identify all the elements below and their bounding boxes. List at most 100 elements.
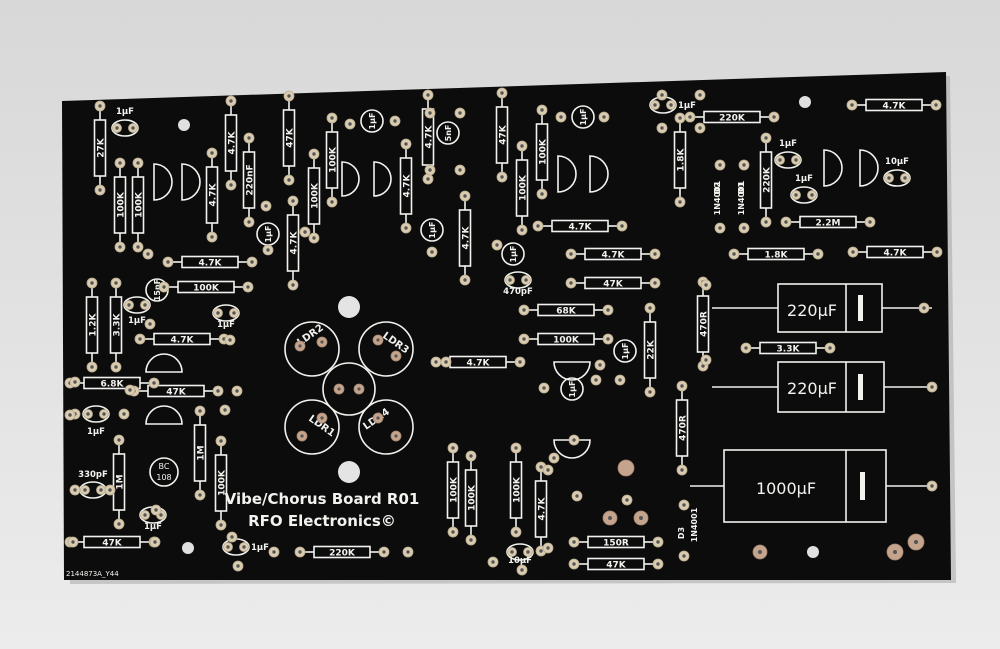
resistor-label: 470R — [700, 311, 710, 337]
capacitor-label: 1µF — [795, 174, 813, 184]
resistor: 220K — [302, 545, 382, 559]
resistor-label: 100K — [218, 469, 228, 496]
resistor: 470R — [696, 284, 710, 364]
pad-hole — [508, 278, 512, 282]
pad-hole — [210, 151, 214, 155]
radial-capacitor: 5nF — [436, 121, 460, 145]
resistor: 47K — [495, 95, 509, 175]
pad-hole — [701, 364, 705, 368]
pad-hole — [660, 126, 664, 130]
diode-label: D2 — [713, 182, 722, 194]
pad-hole — [680, 384, 684, 388]
pad-hole — [524, 278, 528, 282]
resistor: 4.7K — [224, 103, 238, 183]
pad-hole — [198, 409, 202, 413]
pad-hole — [682, 503, 686, 507]
pad-hole — [656, 540, 660, 544]
pad-hole — [312, 152, 316, 156]
pad-hole — [678, 200, 682, 204]
radial-capacitor-label: 5nF — [444, 125, 453, 142]
resistor-label: 1.8K — [765, 251, 789, 261]
pad-hole — [230, 535, 234, 539]
resistor: 4.7K — [286, 203, 300, 283]
pad-hole — [625, 498, 629, 502]
resistor-label: 4.7K — [569, 223, 593, 233]
resistor-label: 22K — [647, 339, 657, 360]
pad-hole — [572, 562, 576, 566]
pad-hole — [219, 439, 223, 443]
pad-hole — [522, 337, 526, 341]
pad-hole — [594, 378, 598, 382]
resistor-label: 4.7K — [209, 183, 219, 207]
resistor: 4.7K — [854, 98, 934, 112]
resistor-label: 1.8K — [677, 148, 687, 172]
radial-capacitor: 1µF — [560, 377, 584, 401]
radial-capacitor-label: 1µF — [264, 226, 273, 243]
pad-hole — [539, 549, 543, 553]
pad-hole — [404, 226, 408, 230]
resistor: 3.3K — [748, 341, 828, 355]
pad-hole — [232, 311, 236, 315]
resistor-label: 47K — [603, 280, 624, 290]
pad-hole — [500, 91, 504, 95]
pad-hole — [794, 158, 798, 162]
pad-hole — [216, 389, 220, 393]
transistor-outlines — [145, 149, 879, 459]
pad-hole — [514, 530, 518, 534]
radial-capacitor-label: 1µF — [579, 109, 588, 126]
capacitor-label: 1µF — [116, 107, 134, 117]
pad-hole — [148, 322, 152, 326]
pad-hole — [656, 562, 660, 566]
cap-1000uf: 1000µF — [690, 449, 932, 523]
mounting-hole — [807, 546, 819, 558]
pad-hole — [810, 193, 814, 197]
pad-hole — [219, 523, 223, 527]
pad-hole — [146, 252, 150, 256]
pad-hole — [732, 252, 736, 256]
pad-hole — [235, 389, 239, 393]
resistor: 100K — [131, 165, 145, 245]
cap-220uf-label-2: 220µF — [787, 379, 837, 398]
pad-hole — [287, 178, 291, 182]
pad-hole — [99, 488, 103, 492]
board-title: Vibe/Chorus Board R01 — [225, 490, 420, 508]
pad-hole — [229, 99, 233, 103]
pad-hole — [816, 252, 820, 256]
mounting-hole — [338, 296, 360, 318]
diode-label: D1 — [737, 181, 746, 194]
pad-hole — [406, 550, 410, 554]
bc108-label-bottom: 108 — [156, 473, 171, 482]
pad-hole — [463, 278, 467, 282]
pad-hole — [73, 380, 77, 384]
mounting-hole — [338, 461, 360, 483]
resistor-label: 100K — [135, 191, 145, 218]
pad-hole — [522, 308, 526, 312]
pad-hole — [228, 338, 232, 342]
diode-label: 1N4001 — [737, 180, 746, 215]
resistor-label: 4.7K — [884, 249, 908, 259]
pad-hole — [559, 115, 563, 119]
radial-capacitor-label: 1µF — [368, 113, 377, 130]
pad-hole — [463, 194, 467, 198]
pad-hole — [575, 494, 579, 498]
pad-hole — [162, 285, 166, 289]
pad-hole — [536, 224, 540, 228]
pad-hole — [518, 360, 522, 364]
pad-hole — [90, 365, 94, 369]
pad-hole — [526, 550, 530, 554]
radial-capacitor-label: 1µF — [428, 222, 437, 239]
resistor-label: 4.7K — [462, 226, 472, 250]
capacitor-label: 1µF — [217, 320, 235, 330]
pad-hole — [250, 260, 254, 264]
resistor-label: 100K — [450, 476, 460, 503]
pad-hole — [648, 306, 652, 310]
resistor: 220K — [759, 140, 773, 220]
pad-hole — [569, 252, 573, 256]
resistor-label: 47K — [286, 127, 296, 148]
pad-hole — [930, 484, 934, 488]
capacitor-label: 1µF — [251, 543, 269, 553]
capacitor: 1µF — [212, 304, 240, 330]
pad-hole — [166, 260, 170, 264]
board-serial: 2144873A_Y44 — [66, 570, 119, 578]
